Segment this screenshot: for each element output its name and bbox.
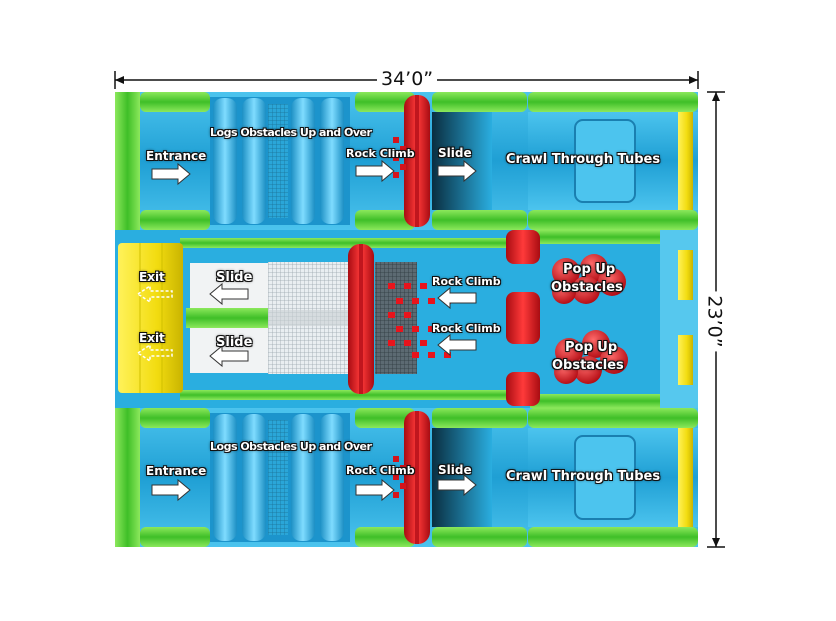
log-obstacle-5 xyxy=(213,414,237,541)
popup-obstacles-2 xyxy=(554,330,628,384)
log-obstacle-7 xyxy=(291,414,315,541)
log-obstacle-8 xyxy=(320,414,344,541)
log-obstacle-6 xyxy=(242,414,266,541)
popup-obstacles-1 xyxy=(552,254,626,304)
bottom-crawl-label: Crawl Through Tubes xyxy=(506,469,661,484)
middle-slide-label-1: Slide xyxy=(216,270,253,285)
slide-ramp-bottom xyxy=(432,428,492,527)
popup-label-1b: Obstacles xyxy=(551,280,623,295)
crawl-tube xyxy=(574,119,636,203)
top-crawl-label: Crawl Through Tubes xyxy=(506,152,661,167)
popup-label-1a: Pop Up xyxy=(563,262,616,277)
crawl-tube-bottom xyxy=(574,435,636,520)
log-obstacle-3 xyxy=(291,98,315,224)
popup-pillar-3 xyxy=(506,372,540,406)
middle-rock-climb-label-2: Rock Climb xyxy=(432,322,501,335)
popup-pillar-2 xyxy=(506,292,540,344)
height-dimension-label: 23’0” xyxy=(704,291,726,352)
top-logs-label: Logs Obstacles Up and Over xyxy=(210,126,372,139)
slide-bed-1 xyxy=(190,263,268,308)
bottom-entrance-label: Entrance xyxy=(146,464,207,478)
popup-label-2b: Obstacles xyxy=(552,358,624,373)
middle-rock-climb-label-1: Rock Climb xyxy=(432,275,501,288)
bottom-slide-label: Slide xyxy=(438,463,472,477)
slide-ramp xyxy=(432,112,492,210)
exit-arrow-1 xyxy=(136,284,173,304)
bottom-logs-label: Logs Obstacles Up and Over xyxy=(210,440,372,453)
exit-arrow-2 xyxy=(136,343,173,363)
top-slide-label: Slide xyxy=(438,146,472,160)
top-lane xyxy=(115,92,698,230)
middle-lane xyxy=(115,230,698,408)
exit-label-1: Exit xyxy=(139,270,165,284)
middle-slide-label-2: Slide xyxy=(216,335,253,350)
top-rock-climb-label: Rock Climb xyxy=(346,147,415,160)
bottom-lane xyxy=(115,408,698,547)
exit-label-2: Exit xyxy=(139,331,165,345)
top-entrance-label: Entrance xyxy=(146,149,207,163)
bottom-rock-climb-label: Rock Climb xyxy=(346,464,415,477)
log-obstacle-4 xyxy=(320,98,344,224)
popup-label-2a: Pop Up xyxy=(565,340,618,355)
log-obstacle-1 xyxy=(213,98,237,224)
log-obstacle-2 xyxy=(242,98,266,224)
exit-ramp xyxy=(118,243,183,393)
popup-pillar-1 xyxy=(506,230,540,264)
width-dimension-label: 34’0” xyxy=(377,70,438,89)
